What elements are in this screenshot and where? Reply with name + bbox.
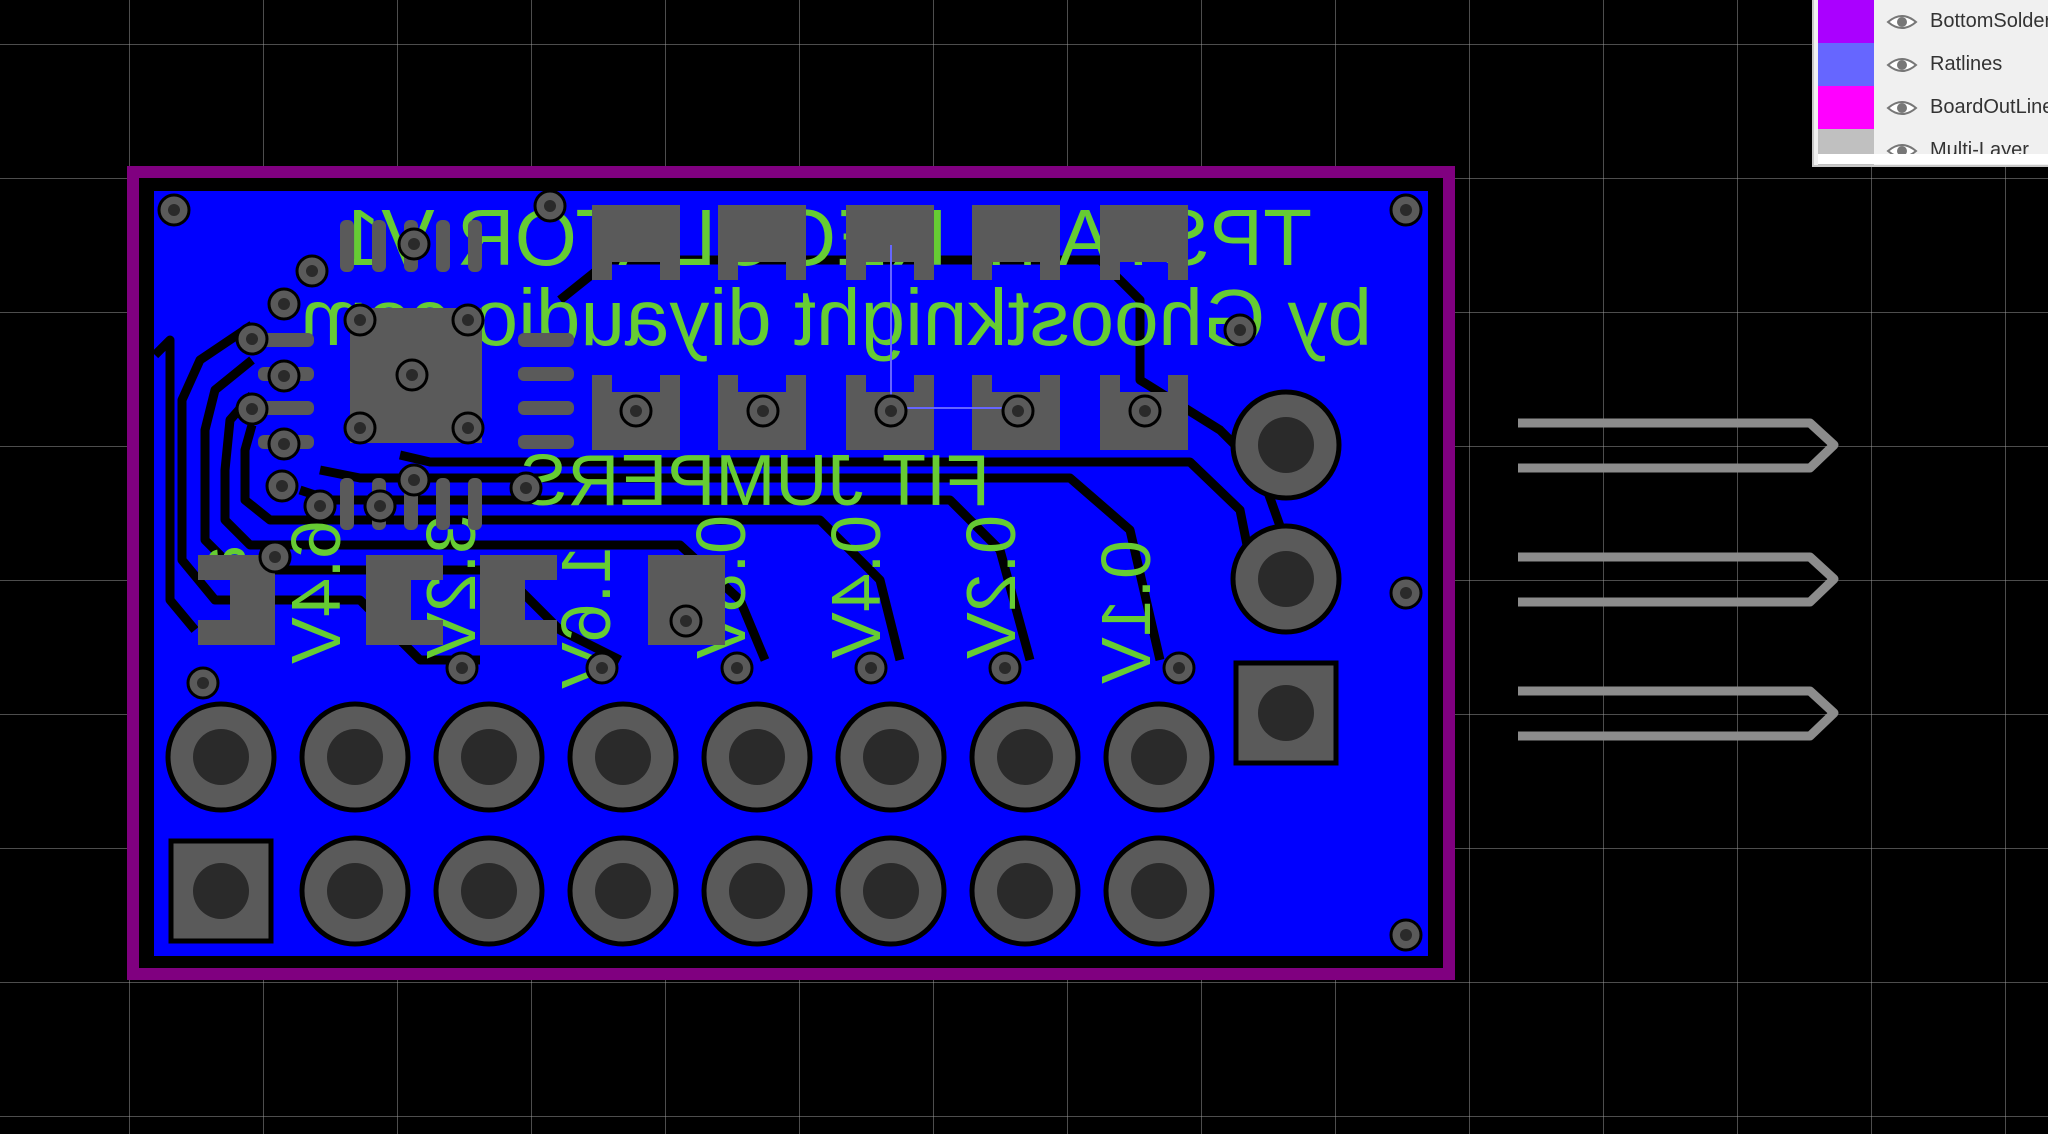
silk-label-0v4: 0.4V <box>817 515 895 659</box>
eye-icon[interactable] <box>1886 98 1918 118</box>
silk-label-6v4: 6.4V <box>277 520 355 664</box>
via-holes <box>168 200 1412 941</box>
jumper-pads-lower[interactable] <box>198 555 725 645</box>
layer-name[interactable]: BottomSolderMaskLayer <box>1930 10 2048 32</box>
vias[interactable] <box>157 189 1423 952</box>
layer-name[interactable]: Ratlines <box>1930 53 2003 75</box>
eye-icon[interactable] <box>1886 55 1918 75</box>
layer-row-ratlines[interactable]: Ratlines <box>1814 43 2048 86</box>
silk-label-0v1: 0.1V <box>1087 540 1165 684</box>
pad-holes <box>193 417 1314 919</box>
layer-color-swatch[interactable] <box>1818 0 1874 43</box>
silk-fit-jumpers: FIT JUMPERS <box>519 441 990 521</box>
jumper-pads-top[interactable] <box>592 205 1188 280</box>
eye-icon[interactable] <box>1886 12 1918 32</box>
layer-name[interactable]: BoardOutLine <box>1930 96 2048 118</box>
layer-row-bottom-solder-mask[interactable]: BottomSolderMaskLayer <box>1814 0 2048 43</box>
layer-color-swatch[interactable] <box>1818 86 1874 129</box>
jumper-pads-middle[interactable] <box>592 375 1188 450</box>
silk-label-0v2: 0.2V <box>952 515 1030 659</box>
layer-color-swatch[interactable] <box>1818 43 1874 86</box>
pin-header-footprints[interactable] <box>1518 418 1839 741</box>
layers-panel[interactable]: BottomSolderMaskLayer Ratlines BoardOutL… <box>1812 0 2048 167</box>
header-pads[interactable] <box>165 389 1342 947</box>
layer-row-board-outline[interactable]: BoardOutLine <box>1814 86 2048 129</box>
horizontal-scrollbar[interactable] <box>1818 154 2048 164</box>
